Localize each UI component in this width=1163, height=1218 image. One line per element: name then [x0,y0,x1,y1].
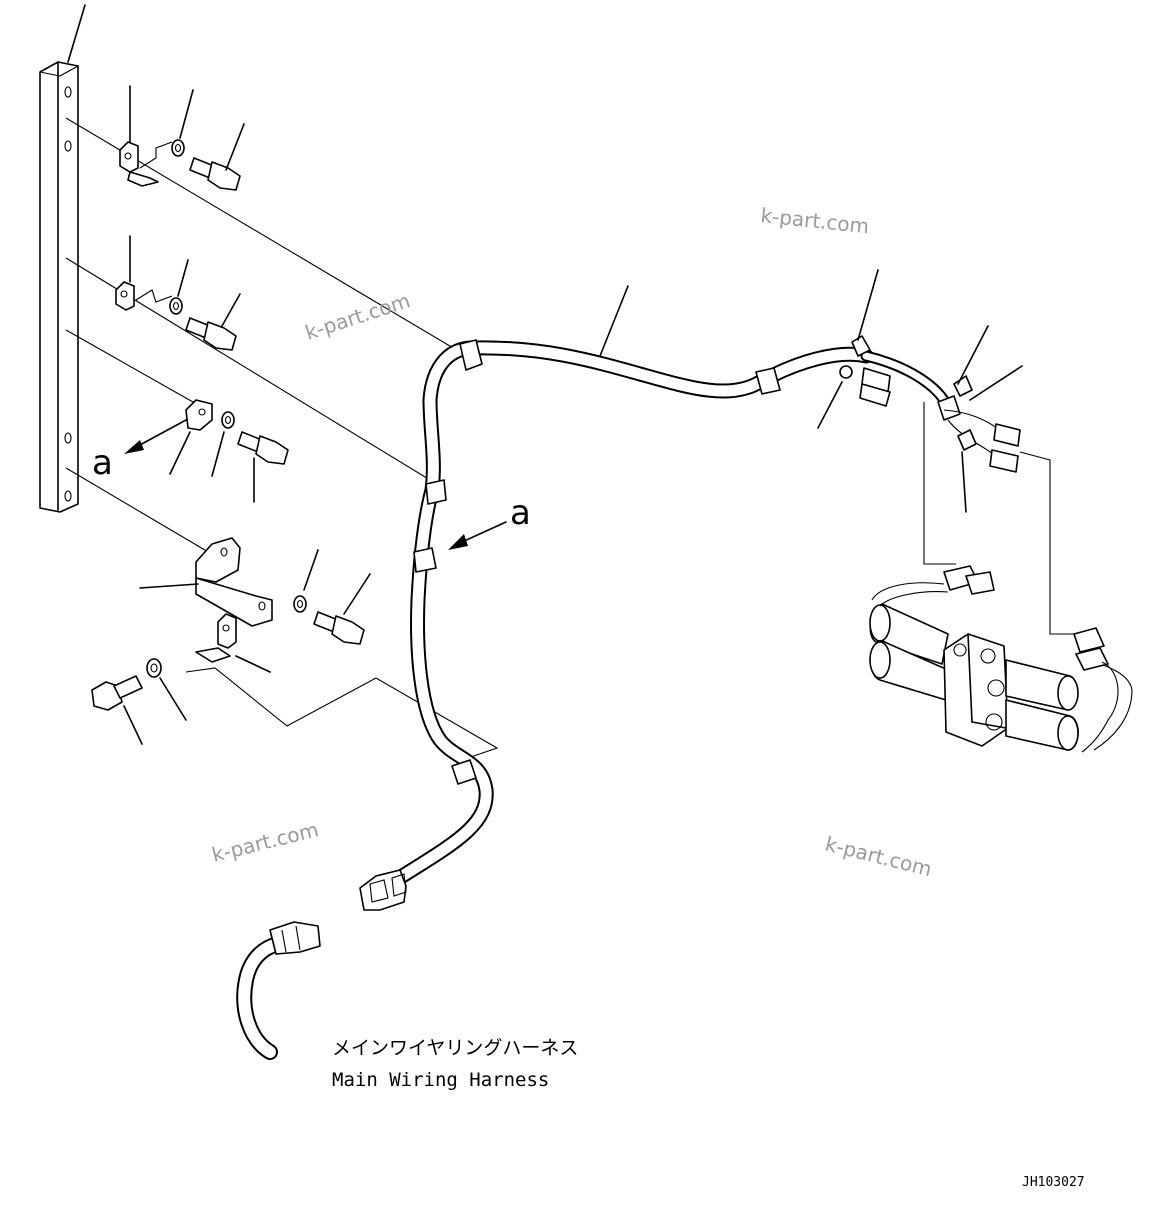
clip-bracket-1 [119,85,173,187]
clip-bracket-4 [195,613,271,673]
drawing-code: JH103027 [1022,1175,1085,1190]
caption-japanese: メインワイヤリングハーネス [332,1037,578,1059]
mounting-plate [139,537,273,627]
view-marker-a: a [92,443,113,483]
wiring-harness [370,285,950,900]
view-arrow-a-left [124,419,187,454]
washer-4 [293,549,319,613]
main-wiring-harness-reference [236,921,321,1060]
watermark: k-part.com [302,288,413,344]
clip-bracket-2 [115,235,173,311]
washer-3 [211,411,235,477]
washer-5 [146,658,187,721]
bolt-4 [313,573,371,645]
clip-bracket-3 [169,399,213,475]
washer-1 [171,89,194,157]
bolt-5 [91,675,143,745]
washer-2 [169,259,189,315]
branch-connectors [817,269,1080,635]
frame-channel [39,4,86,513]
watermark: k-part.com [823,832,934,882]
bolt-3 [237,431,289,503]
watermark: k-part.com [209,817,320,867]
caption-english: Main Wiring Harness [332,1069,549,1091]
view-arrow-a-right [448,521,507,550]
solenoid-valve [869,565,1133,753]
bolt-1 [189,123,245,191]
harness-connector [359,869,407,911]
bolt-2 [185,293,241,351]
watermark: k-part.com [759,203,870,238]
watermark-group: k-part.com k-part.com k-part.com k-part.… [209,203,934,881]
harness-clamps [413,335,871,785]
view-marker-a: a [510,493,531,533]
